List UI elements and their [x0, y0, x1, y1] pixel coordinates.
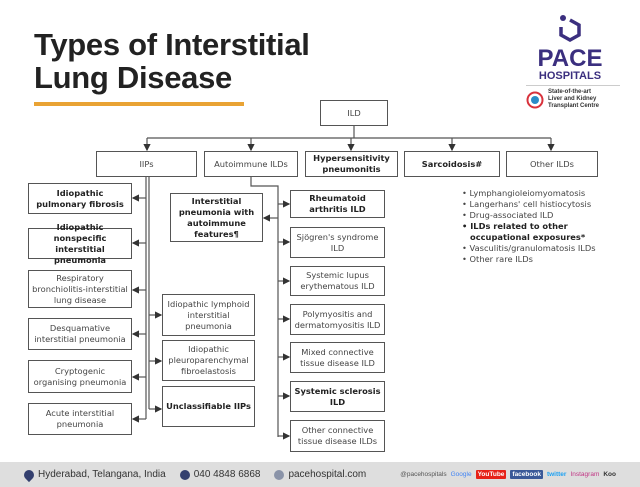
location-pin-icon	[21, 467, 37, 482]
iip-cop-box: Cryptogenic organising pneumonia	[28, 360, 132, 393]
pace-logo-icon	[559, 15, 581, 43]
tagline-1: State-of-the-art	[548, 89, 591, 95]
ild-root-box: ILD	[320, 100, 388, 126]
list-item: ILDs related to other occupational expos…	[462, 221, 622, 243]
category-hypersensitivity: Hypersensitivity pneumonitis	[305, 151, 398, 177]
iip-ipf-box: Idiopathic pulmonary fibrosis	[28, 183, 132, 214]
transplant-badge-icon	[526, 91, 544, 108]
footer-phone[interactable]: 040 4848 6868	[193, 469, 261, 480]
footer-bar: Hyderabad, Telangana, India 040 4848 686…	[0, 462, 640, 487]
iip-aip-box: Acute interstitial pneumonia	[28, 403, 132, 435]
ipaf-box: Interstitial pneumonia with autoimmune f…	[170, 193, 263, 242]
other-ilds-list: Lymphangioleiomyomatosis Langerhans' cel…	[462, 188, 622, 265]
category-other-ilds: Other ILDs	[506, 151, 598, 177]
google-link[interactable]: Google	[450, 471, 472, 478]
list-item: Lymphangioleiomyomatosis	[462, 188, 622, 199]
social-handle: @pacehospitals	[400, 471, 447, 478]
logo-sub: HOSPITALS	[538, 70, 602, 82]
list-item: Langerhans' cell histiocytosis	[462, 199, 622, 210]
autoimmune-pmdm-box: Polymyositis and dermatomyositis ILD	[290, 304, 385, 335]
koo-link[interactable]: Koo	[603, 471, 616, 478]
footer-website[interactable]: pacehospital.com	[288, 469, 367, 480]
title-line-2: Lung Disease	[34, 60, 232, 95]
autoimmune-mctd-box: Mixed connective tissue disease ILD	[290, 342, 385, 373]
iip-lip-box: Idiopathic lymphoid interstitial pneumon…	[162, 294, 255, 336]
facebook-link[interactable]: facebook	[510, 470, 543, 479]
category-autoimmune: Autoimmune ILDs	[204, 151, 298, 177]
globe-icon	[274, 469, 285, 480]
iip-ppfe-box: Idiopathic pleuroparenchymal fibroelasto…	[162, 340, 255, 381]
category-sarcoidosis: Sarcoidosis#	[404, 151, 500, 177]
social-links: @pacehospitals Google YouTube facebook t…	[400, 470, 616, 479]
title-underline	[34, 102, 244, 106]
autoimmune-sjogren-box: Sjögren's syndrome ILD	[290, 227, 385, 258]
tagline-3: Transplant Centre	[548, 103, 600, 109]
iip-nsip-box: Idiopathic nonspecific interstitial pneu…	[28, 222, 132, 265]
autoimmune-ssc-box: Systemic sclerosis ILD	[290, 381, 385, 412]
title-line-1: Types of Interstitial	[34, 27, 310, 62]
iip-unclassifiable-box: Unclassifiable IIPs	[162, 386, 255, 427]
logo-name: PACE	[537, 45, 603, 72]
autoimmune-sle-box: Systemic lupus erythematous ILD	[290, 266, 385, 296]
instagram-link[interactable]: Instagram	[570, 471, 600, 478]
iip-dip-box: Desquamative interstitial pneumonia	[28, 318, 132, 350]
twitter-link[interactable]: twitter	[546, 471, 567, 478]
list-item: Vasculitis/granulomatosis ILDs	[462, 243, 622, 254]
footer-location: Hyderabad, Telangana, India	[38, 469, 166, 480]
tagline-2: Liver and Kidney	[548, 96, 597, 102]
phone-icon	[179, 469, 190, 480]
category-iips: IIPs	[96, 151, 197, 177]
iip-rbild-box: Respiratory bronchiolitis-interstitial l…	[28, 270, 132, 308]
list-item: Other rare ILDs	[462, 254, 622, 265]
youtube-link[interactable]: YouTube	[475, 470, 507, 479]
autoimmune-other-box: Other connective tissue disease ILDs	[290, 420, 385, 452]
autoimmune-ra-box: Rheumatoid arthritis ILD	[290, 190, 385, 218]
list-item: Drug-associated ILD	[462, 210, 622, 221]
